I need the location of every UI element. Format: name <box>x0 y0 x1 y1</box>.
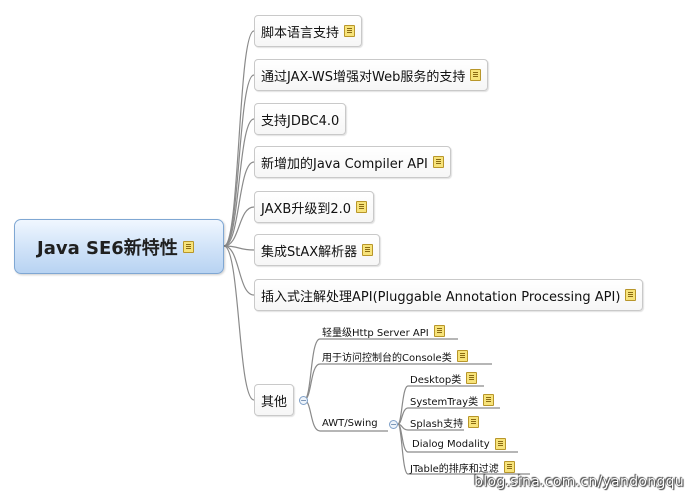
sub-topic-http-server[interactable]: 轻量级Http Server API <box>320 322 447 340</box>
note-icon <box>362 244 374 256</box>
connector-central-topic-1 <box>223 30 255 247</box>
topic-jaxb[interactable]: JAXB升级到2.0 <box>254 191 374 223</box>
sub-topic-label: Splash支持 <box>410 418 464 430</box>
note-icon <box>456 350 468 362</box>
topic-script-language[interactable]: 脚本语言支持 <box>254 15 363 47</box>
collapse-toggle-icon[interactable]: − <box>389 420 398 429</box>
watermark: blog.sina.com.cn/yandongqu <box>474 474 684 490</box>
topic-label: 脚本语言支持 <box>261 25 340 41</box>
connector-central-topic-4 <box>223 161 255 247</box>
note-icon <box>468 416 480 428</box>
note-icon <box>356 201 367 213</box>
connector-awt-child-5 <box>397 423 530 475</box>
sub-topic-splash[interactable]: Splash支持 <box>408 413 481 431</box>
collapse-toggle-icon[interactable]: − <box>299 396 308 405</box>
sub-topic-label: AWT/Swing <box>322 417 378 429</box>
connector-central-topic-8 <box>223 245 255 401</box>
connector-central-topic-5 <box>223 206 255 247</box>
topic-label: 新增加的Java Compiler API <box>261 156 428 172</box>
note-icon <box>466 372 478 384</box>
note-icon <box>494 438 506 450</box>
note-icon <box>625 289 637 301</box>
sub-topic-desktop[interactable]: Desktop类 <box>408 369 479 387</box>
connector-central-topic-6 <box>223 245 255 251</box>
topic-label: 支持JDBC4.0 <box>261 113 340 129</box>
sub-topic-label: Dialog Modality <box>412 438 490 450</box>
central-topic[interactable]: Java SE6新特性 <box>14 219 224 274</box>
topic-label: 集成StAX解析器 <box>261 244 358 260</box>
topic-jax-ws[interactable]: 通过JAX-WS增强对Web服务的支持 <box>254 59 489 91</box>
note-icon <box>470 69 482 81</box>
note-icon <box>432 156 444 168</box>
sub-topic-console[interactable]: 用于访问控制台的Console类 <box>320 347 470 365</box>
note-icon <box>182 240 194 253</box>
sub-topic-label: JTable的排序和过滤 <box>410 463 499 475</box>
topic-label: JAXB升级到2.0 <box>261 201 351 217</box>
connector-central-topic-3 <box>223 118 255 247</box>
central-topic-label: Java SE6新特性 <box>37 237 178 259</box>
sub-topic-label: SystemTray类 <box>410 396 479 408</box>
topic-other[interactable]: 其他 <box>254 384 295 416</box>
connector-central-topic-2 <box>223 74 255 247</box>
connector-awt-child-2 <box>397 407 500 425</box>
sub-topic-jtable[interactable]: JTable的排序和过滤 <box>408 458 517 476</box>
topic-compiler-api[interactable]: 新增加的Java Compiler API <box>254 146 451 178</box>
note-icon <box>483 394 495 406</box>
note-icon <box>344 25 356 37</box>
topic-label: 插入式注解处理API(Pluggable Annotation Processi… <box>261 289 621 305</box>
note-icon <box>503 461 515 473</box>
note-icon <box>433 325 445 337</box>
connector-central-topic-7 <box>223 245 255 296</box>
topic-label: 通过JAX-WS增强对Web服务的支持 <box>261 69 466 85</box>
sub-topic-systemtray[interactable]: SystemTray类 <box>408 391 496 409</box>
topic-jdbc[interactable]: 支持JDBC4.0 <box>254 103 347 135</box>
sub-topic-awt-swing[interactable]: AWT/Swing <box>320 414 380 432</box>
sub-topic-label: Desktop类 <box>410 374 462 386</box>
sub-topic-label: 轻量级Http Server API <box>322 327 429 339</box>
topic-annotation-api[interactable]: 插入式注解处理API(Pluggable Annotation Processi… <box>254 279 644 311</box>
topic-label: 其他 <box>261 394 288 410</box>
topic-stax[interactable]: 集成StAX解析器 <box>254 234 381 266</box>
sub-topic-dialog-modality[interactable]: Dialog Modality <box>410 435 508 453</box>
sub-topic-label: 用于访问控制台的Console类 <box>322 352 452 364</box>
